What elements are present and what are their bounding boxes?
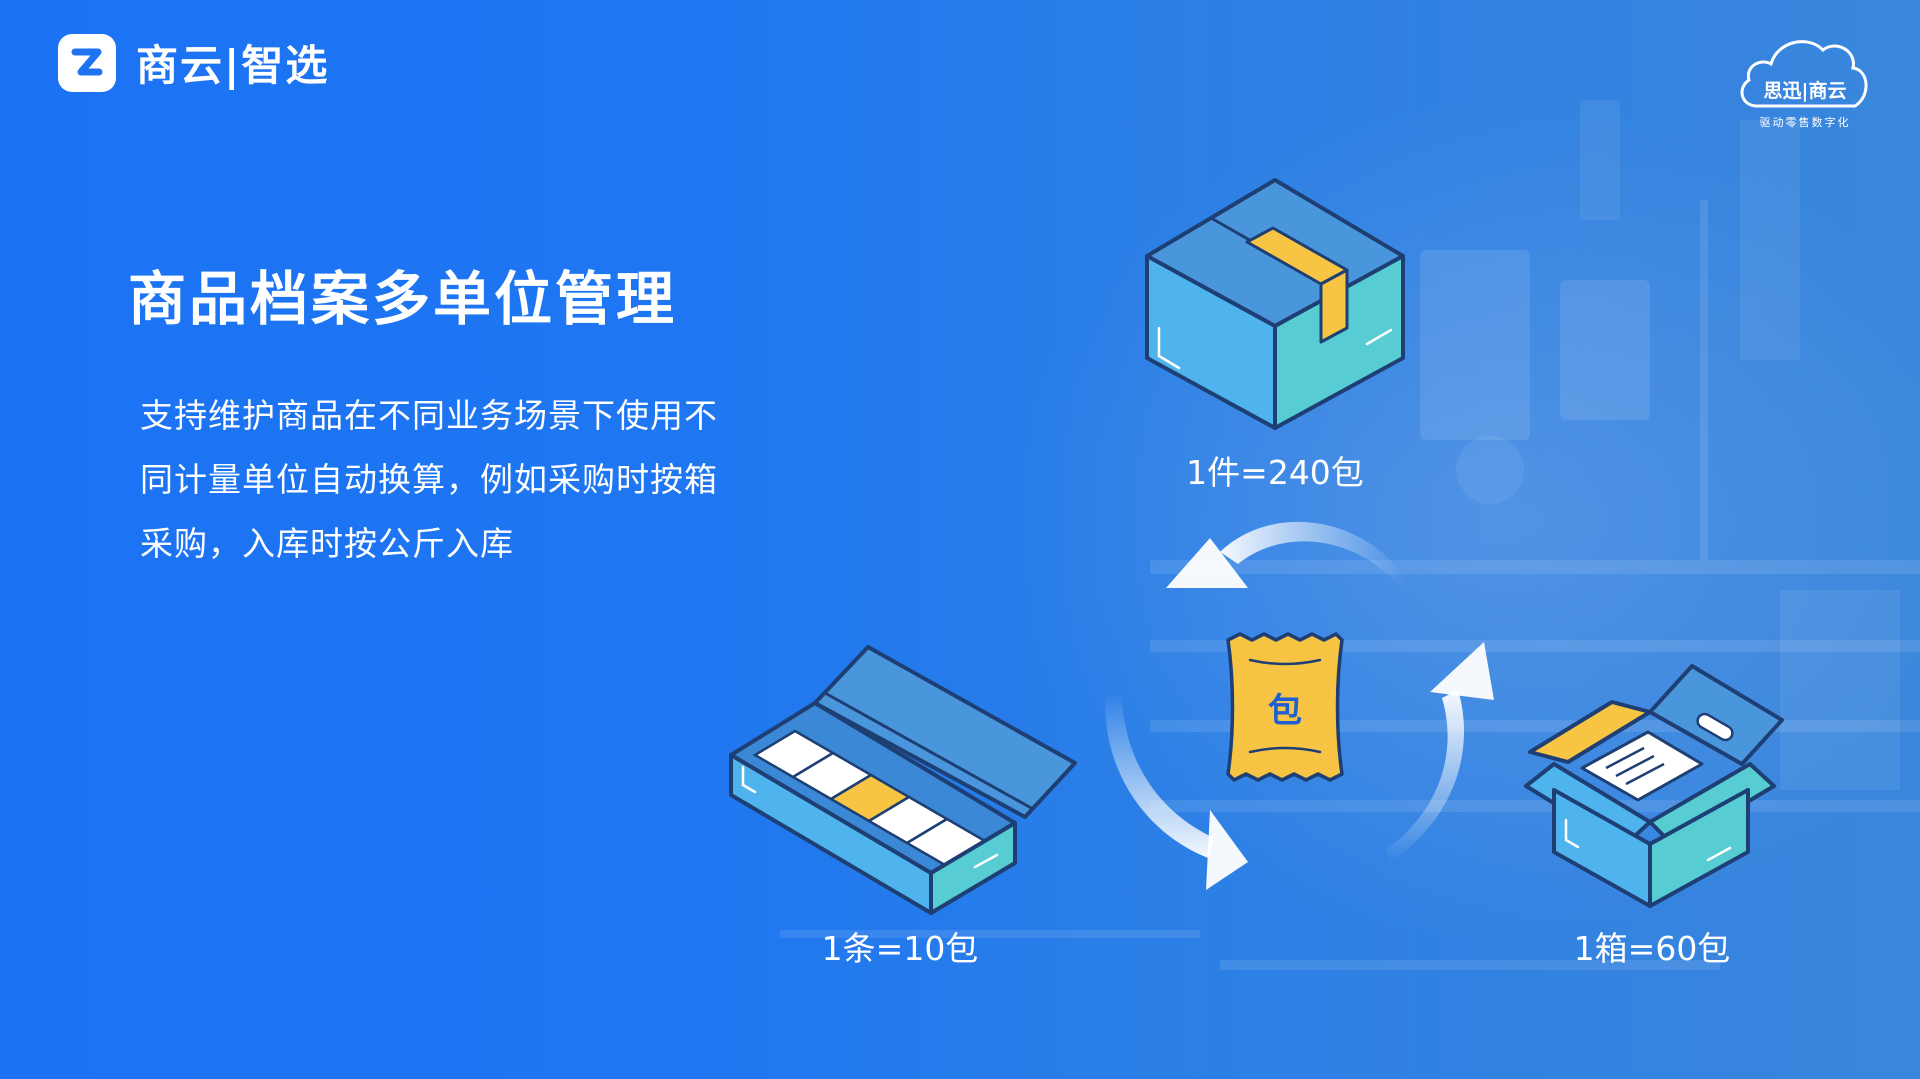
brand-badge: 思迅|商云 驱动零售数字化 — [1735, 28, 1875, 130]
unit-label-piece: 1件=240包 — [1186, 453, 1364, 492]
pack-icon: 包 — [1226, 632, 1344, 782]
arrow-down-right-icon — [1105, 692, 1248, 890]
strip-box-icon — [729, 645, 1077, 915]
arrow-left-icon — [1166, 521, 1406, 588]
unit-label-carton: 1箱=60包 — [1573, 929, 1731, 968]
shipping-box-icon — [1145, 178, 1405, 430]
brand-name: 思迅|商云 — [1763, 80, 1847, 102]
brand-tagline: 驱动零售数字化 — [1759, 116, 1851, 129]
description-line: 同计量单位自动换算，例如采购时按箱 — [140, 460, 718, 499]
logo-text: 商云|智选 — [136, 41, 330, 90]
open-carton-icon — [1524, 664, 1784, 908]
page-title: 商品档案多单位管理 — [128, 265, 678, 333]
description: 支持维护商品在不同业务场景下使用不 同计量单位自动换算，例如采购时按箱 采购，入… — [140, 384, 780, 576]
app-logo: 商云|智选 — [58, 32, 329, 93]
logo-z-icon — [58, 33, 116, 92]
pack-glyph: 包 — [1268, 691, 1302, 731]
cloud-icon — [1740, 40, 1868, 108]
description-line: 采购，入库时按公斤入库 — [140, 524, 514, 563]
arrow-up-icon — [1386, 642, 1494, 862]
description-line: 支持维护商品在不同业务场景下使用不 — [140, 396, 718, 435]
unit-label-strip: 1条=10包 — [821, 929, 979, 968]
